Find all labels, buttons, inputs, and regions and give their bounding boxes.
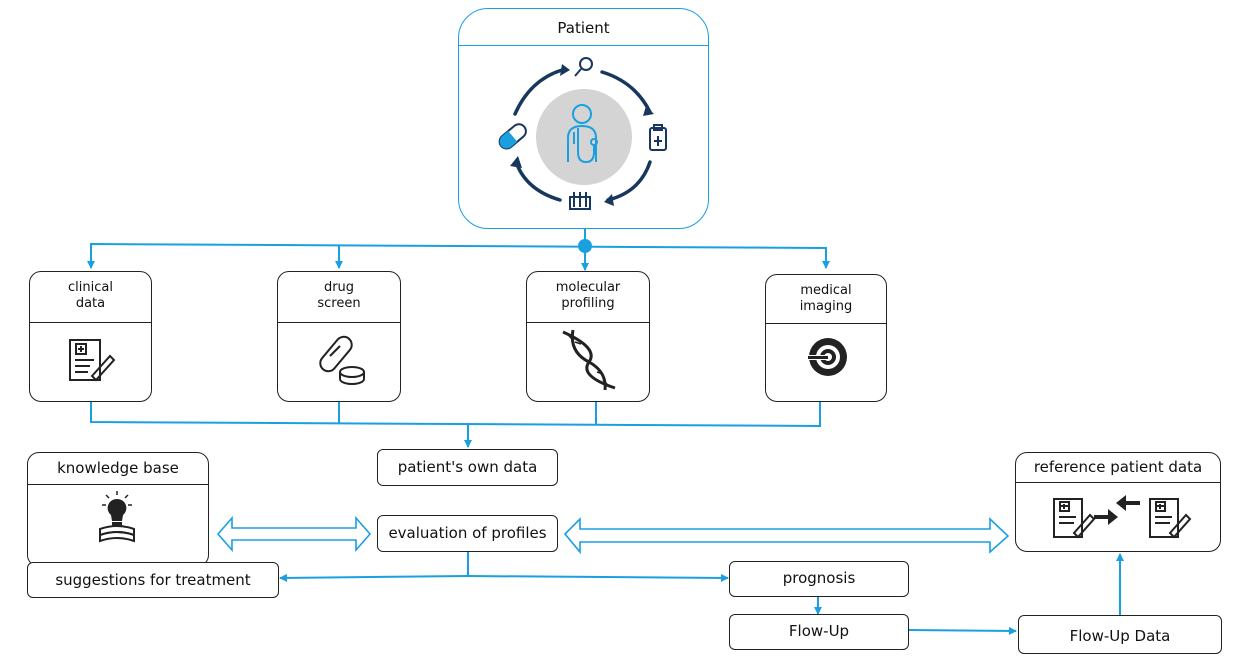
reference-patient-data-box: reference patient data bbox=[1015, 452, 1221, 552]
pills-icon bbox=[319, 335, 365, 385]
patients-own-data-box: patient's own data bbox=[377, 449, 558, 486]
patient-care-cycle-icon bbox=[498, 57, 667, 210]
molecular-profiling-box: molecular profiling bbox=[526, 271, 650, 402]
clinical-data-label-1: clinical bbox=[68, 280, 113, 295]
clinical-data-divider bbox=[30, 322, 151, 323]
evaluation-of-profiles-label: evaluation of profiles bbox=[388, 524, 547, 542]
molecular-profiling-divider bbox=[527, 322, 649, 323]
imaging-scanner-icon bbox=[808, 338, 847, 376]
drug-screen-box: drug screen bbox=[277, 271, 401, 402]
molecular-profiling-label-2: profiling bbox=[561, 296, 615, 311]
flow-up-data-box: Flow-Up Data bbox=[1018, 615, 1222, 654]
medical-imaging-box: medical imaging bbox=[765, 274, 887, 402]
clinical-record-icon bbox=[69, 339, 116, 382]
drug-screen-label-1: drug bbox=[323, 280, 355, 295]
reference-patient-data-divider bbox=[1016, 482, 1220, 483]
knowledge-base-label: knowledge base bbox=[57, 459, 179, 477]
patient-title: Patient bbox=[557, 19, 610, 37]
medical-imaging-label-1: medical bbox=[800, 283, 852, 298]
clinical-data-label-2: data bbox=[75, 296, 106, 311]
knowledge-base-box: knowledge base bbox=[27, 452, 209, 567]
flow-up-data-label: Flow-Up Data bbox=[1069, 627, 1171, 645]
reference-patient-data-label: reference patient data bbox=[1033, 458, 1203, 476]
drug-screen-divider bbox=[278, 322, 400, 323]
patient-divider bbox=[459, 45, 708, 46]
dna-icon bbox=[562, 329, 616, 391]
knowledge-base-divider bbox=[28, 484, 208, 485]
suggestions-for-treatment-box: suggestions for treatment bbox=[27, 562, 279, 598]
molecular-profiling-label-1: molecular bbox=[555, 280, 621, 295]
flow-up-box: Flow-Up bbox=[729, 614, 909, 650]
drug-screen-label-2: screen bbox=[317, 296, 361, 311]
patients-own-data-label: patient's own data bbox=[397, 458, 538, 476]
medical-imaging-label-2: imaging bbox=[799, 299, 853, 314]
clinical-data-box: clinical data bbox=[29, 271, 152, 402]
prognosis-label: prognosis bbox=[782, 569, 856, 587]
compare-records-icon bbox=[1053, 495, 1192, 539]
suggestions-for-treatment-label: suggestions for treatment bbox=[55, 571, 251, 589]
medical-imaging-divider bbox=[766, 323, 886, 324]
prognosis-box: prognosis bbox=[729, 561, 909, 597]
lightbulb-book-icon bbox=[99, 491, 135, 543]
flow-up-label: Flow-Up bbox=[788, 622, 850, 640]
evaluation-of-profiles-box: evaluation of profiles bbox=[377, 515, 558, 552]
